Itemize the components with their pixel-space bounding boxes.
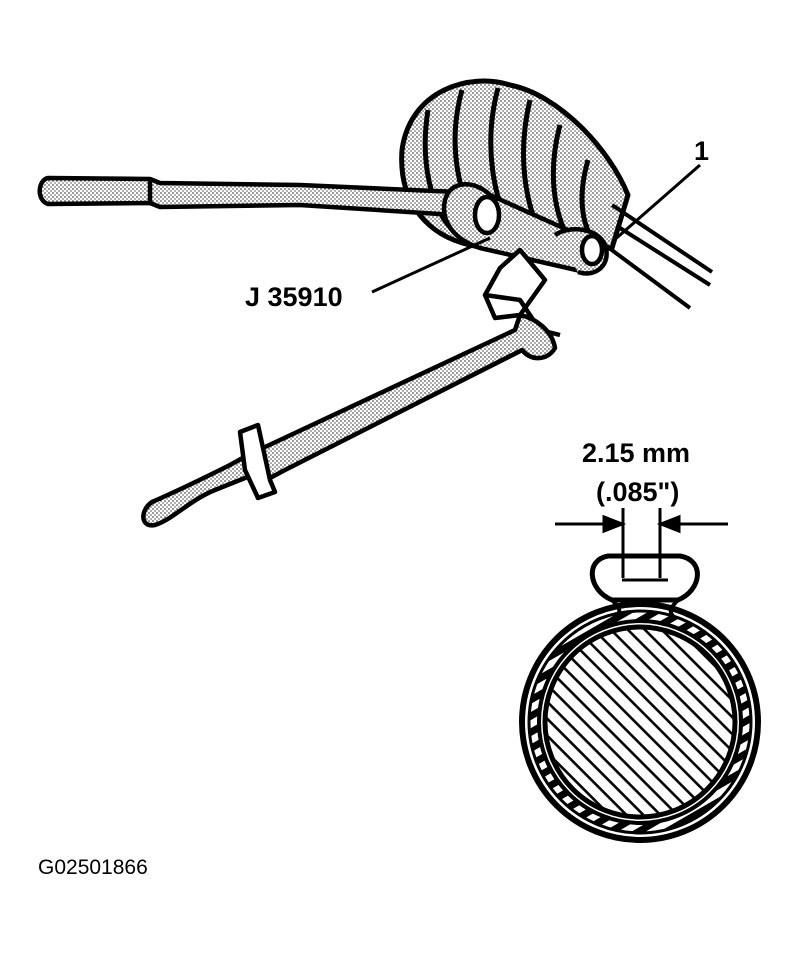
axle-shaft	[603, 203, 714, 310]
gap-dimension	[555, 508, 728, 578]
tool-jaw-assembly	[441, 182, 609, 338]
callout-number-label: 1	[694, 136, 710, 166]
figure-code-label: G02501866	[38, 856, 148, 879]
tool-lower-handle	[141, 312, 558, 528]
clamp-cross-section	[519, 553, 761, 843]
gap-imperial-label: (.085")	[596, 477, 680, 507]
tool-upper-handle	[37, 175, 461, 218]
tool-number-label: J 35910	[245, 282, 343, 312]
gap-metric-label: 2.15 mm	[582, 438, 691, 468]
leader-lines	[371, 163, 701, 294]
